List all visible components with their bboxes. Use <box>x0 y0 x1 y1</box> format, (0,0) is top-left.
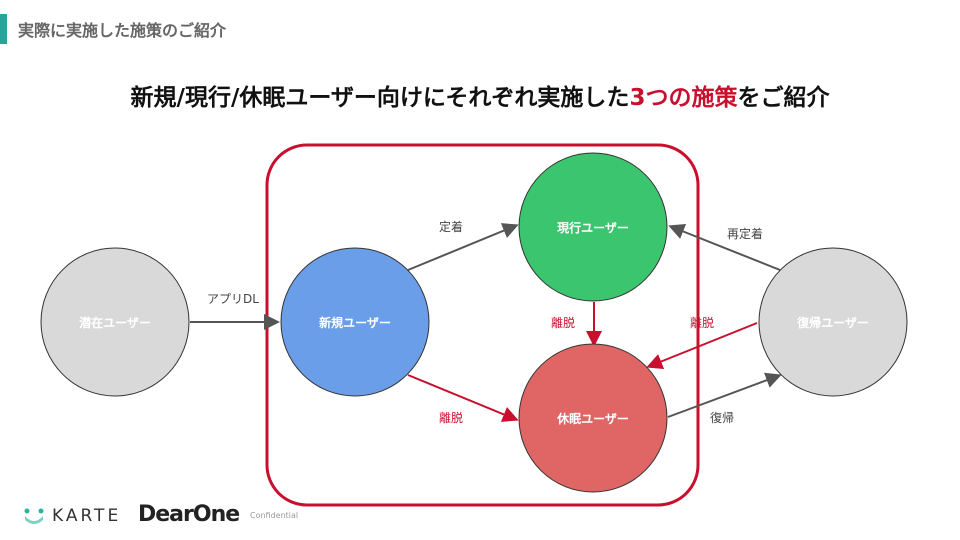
title-highlight: 3つの施策 <box>629 85 738 111</box>
node-dormant-label: 休眠ユーザー <box>556 411 629 426</box>
arrow-churn-returned <box>646 322 758 369</box>
arrow-churn-new <box>407 374 519 422</box>
karte-logo: KARTE <box>24 506 121 526</box>
page-title: 新規/現行/休眠ユーザー向けにそれぞれ実施した3つの施策をご紹介 <box>0 78 960 112</box>
node-potential <box>40 247 190 397</box>
node-returned-label: 復帰ユーザー <box>796 315 869 330</box>
section-title: 実際に実施した施策のご紹介 <box>18 21 227 40</box>
node-current-label: 現行ユーザー <box>557 220 629 235</box>
karte-logo-text: KARTE <box>52 506 122 526</box>
arrow-retention <box>407 223 519 271</box>
node-new-label: 新規ユーザー <box>319 315 391 330</box>
node-returned <box>758 247 908 397</box>
karte-logo-icon <box>24 508 44 524</box>
edge-label-churn-returned: 離脱 <box>690 315 714 330</box>
arrow-re-retention <box>668 224 781 271</box>
edge-label-return: 復帰 <box>710 410 734 425</box>
dearone-logo: DearOne <box>138 502 240 527</box>
edge-label-churn-new: 離脱 <box>439 410 463 425</box>
confidential-label: Confidential <box>250 511 299 520</box>
title-suffix: をご紹介 <box>737 85 830 111</box>
node-current <box>518 152 668 302</box>
title-prefix: 新規/現行/休眠ユーザー向けにそれぞれ実施した <box>130 85 630 111</box>
edge-label-retention: 定着 <box>439 219 463 234</box>
node-dormant <box>518 343 668 493</box>
arrow-return <box>667 372 782 418</box>
node-potential-label: 潜在ユーザー <box>79 315 151 330</box>
node-new <box>280 247 430 397</box>
edge-label-app-dl: アプリDL <box>207 292 259 306</box>
edge-label-re-retention: 再定着 <box>727 226 763 241</box>
edge-label-churn-current: 離脱 <box>551 315 575 330</box>
section-accent-bar <box>0 14 7 44</box>
